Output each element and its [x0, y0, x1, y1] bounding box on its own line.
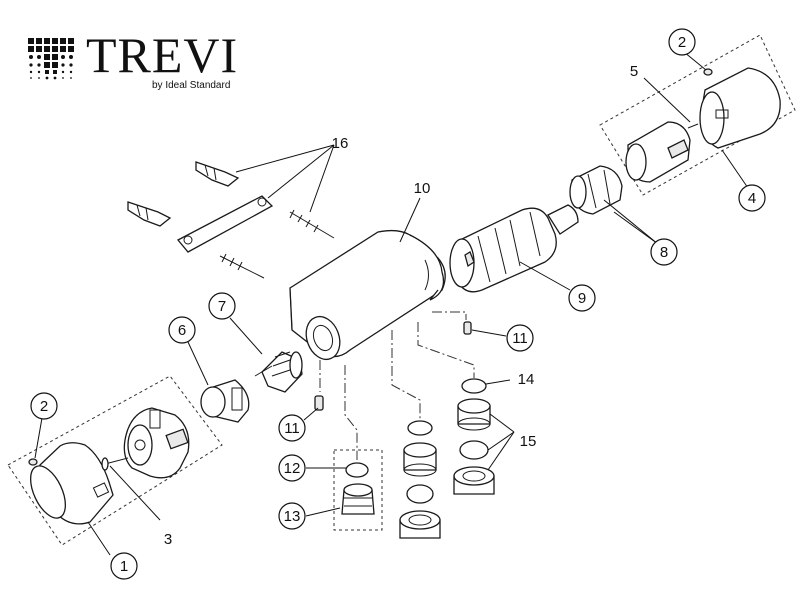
group-box-right-handle — [599, 34, 796, 196]
part-screw-2-right — [703, 68, 713, 76]
part-fitting-15 — [457, 398, 491, 431]
callout-15-label: 15 — [520, 433, 537, 450]
part-nut-left — [399, 510, 441, 539]
callout-2-right: 2 — [668, 28, 696, 56]
callout-6-label: 6 — [178, 322, 186, 339]
part-o-ring-12 — [345, 462, 369, 478]
part-handle-cap-right — [699, 67, 781, 149]
callout-6: 6 — [168, 316, 196, 344]
brand-tagline: by Ideal Standard — [152, 80, 231, 91]
leader-4 — [721, 149, 749, 189]
leader-15c — [487, 431, 515, 471]
part-grub-screw-right — [463, 321, 472, 335]
leader-7 — [229, 317, 263, 355]
callout-7-label: 7 — [218, 298, 226, 315]
callout-2-right-label: 2 — [678, 34, 686, 51]
callout-5-label: 5 — [630, 63, 638, 80]
brand-name: TREVI — [86, 27, 239, 83]
part-grub-screw-left — [314, 395, 324, 411]
part-screw-3 — [101, 457, 129, 471]
part-wall-screw-lower — [219, 253, 265, 279]
callout-7: 7 — [208, 292, 236, 320]
part-sleeve-6 — [200, 379, 250, 423]
callout-2-left: 2 — [30, 392, 58, 420]
part-spindle-7 — [254, 351, 303, 393]
leader-13 — [305, 507, 341, 517]
leader-2-left — [34, 417, 43, 459]
leader-15a — [489, 413, 515, 433]
callout-14-label: 14 — [518, 371, 535, 388]
part-wall-plug-top — [195, 161, 240, 187]
callout-9: 9 — [568, 284, 596, 312]
callout-1-label: 1 — [120, 558, 128, 575]
callout-12-label: 12 — [284, 460, 301, 477]
leader-16c — [309, 144, 335, 213]
part-nipple-13 — [341, 483, 375, 515]
part-nut-15 — [453, 466, 495, 495]
callout-16-label: 16 — [332, 135, 349, 152]
part-wall-screw-upper — [289, 209, 335, 239]
leader-10 — [399, 197, 421, 243]
part-o-ring-left — [407, 420, 433, 436]
part-cartridge-9 — [449, 204, 579, 293]
callout-4: 4 — [738, 184, 766, 212]
part-olive-left — [406, 484, 434, 504]
callout-11-left: 11 — [278, 414, 306, 442]
leader-16b — [267, 144, 335, 199]
leader-11-right — [471, 329, 507, 337]
leader-3 — [109, 465, 161, 521]
part-handle-adapter-right — [625, 121, 691, 183]
part-wall-bracket-16 — [176, 195, 274, 253]
leader-14 — [485, 379, 511, 385]
part-screw-5 — [687, 123, 699, 129]
callout-11-right-label: 11 — [512, 330, 528, 347]
leader-5 — [643, 77, 691, 123]
group-box-left-handle — [7, 375, 223, 546]
callout-11-left-label: 11 — [284, 420, 300, 437]
assembly-line-2 — [344, 365, 358, 460]
group-box-parts-12-13 — [333, 449, 383, 531]
assembly-line-3 — [391, 330, 421, 420]
part-screw-2-left — [28, 458, 38, 466]
leader-2-right — [683, 51, 707, 71]
leader-11-left — [303, 407, 319, 421]
part-handle-adapter-left — [123, 407, 190, 479]
logo-dot-mark — [28, 38, 74, 80]
callout-13-label: 13 — [284, 508, 301, 525]
leader-9 — [519, 261, 571, 291]
callout-1: 1 — [110, 552, 138, 580]
part-handle-cap-left — [30, 442, 114, 525]
callout-11-right: 11 — [506, 324, 534, 352]
callout-4-label: 4 — [748, 190, 756, 207]
leader-16a — [235, 144, 335, 173]
callout-8: 8 — [650, 238, 678, 266]
part-adapter-8 — [569, 165, 623, 215]
callout-12: 12 — [278, 454, 306, 482]
leader-15b — [487, 431, 515, 451]
part-olive-15 — [459, 440, 489, 460]
callout-2-left-label: 2 — [40, 398, 48, 415]
part-fitting-left — [403, 442, 437, 477]
leader-6 — [187, 341, 209, 386]
leader-8b — [613, 211, 659, 245]
callout-8-label: 8 — [660, 244, 668, 261]
callout-10-label: 10 — [414, 180, 431, 197]
callout-3-label: 3 — [164, 531, 172, 548]
part-wall-plug-left — [127, 201, 172, 227]
assembly-line-5 — [432, 311, 467, 320]
callout-13: 13 — [278, 502, 306, 530]
part-valve-body-10 — [289, 229, 446, 361]
leader-8a — [603, 199, 659, 245]
leader-1 — [87, 521, 111, 556]
callout-9-label: 9 — [578, 290, 586, 307]
part-o-ring-14 — [461, 378, 487, 394]
